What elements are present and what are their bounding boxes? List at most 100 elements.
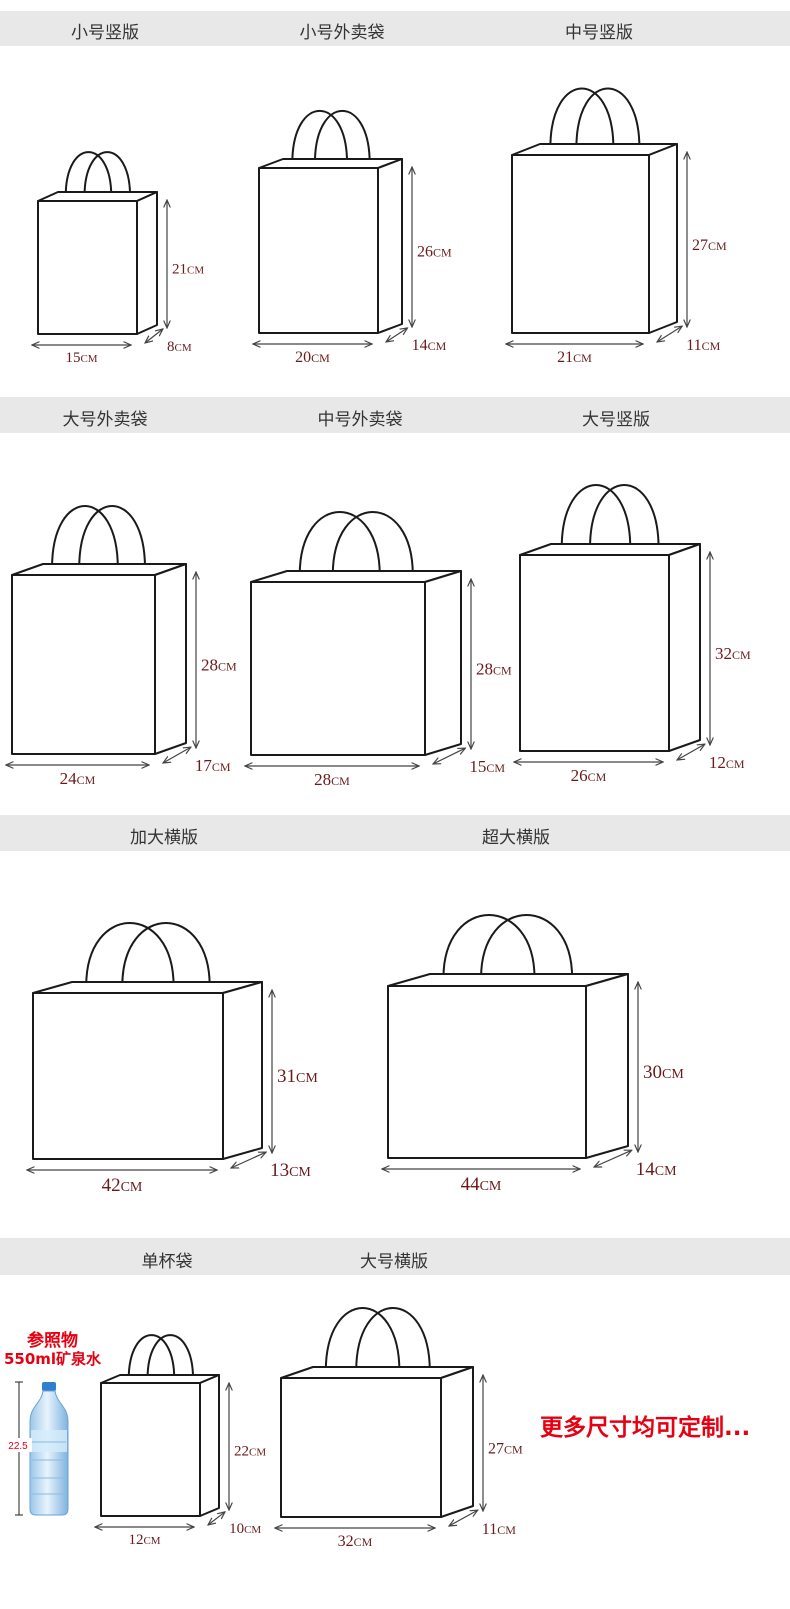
bag-10 xyxy=(280,1307,474,1518)
label-small-takeout: 小号外卖袋 xyxy=(299,23,385,43)
bag-handle xyxy=(442,914,536,979)
section-header-2 xyxy=(0,397,790,433)
depth-arrow xyxy=(594,1150,632,1167)
bag-front-face xyxy=(32,992,224,1160)
bag-side-face xyxy=(199,1374,220,1517)
depth-label: 17CM xyxy=(195,756,231,775)
bag-8 xyxy=(387,914,629,1159)
depth-label: 14CM xyxy=(636,1159,677,1180)
depth-arrow xyxy=(433,748,465,764)
reference-title: 参照物 xyxy=(27,1331,78,1351)
bag-front-face xyxy=(100,1382,201,1517)
water-bottle-icon xyxy=(29,1382,69,1516)
bag-side-face xyxy=(377,158,403,334)
height-label: 27CM xyxy=(692,237,727,254)
depth-arrow xyxy=(386,328,408,342)
bag-handle xyxy=(298,511,381,576)
bag-7 xyxy=(32,922,263,1160)
bag-5 xyxy=(250,511,462,756)
bag-front-face xyxy=(280,1377,442,1518)
bag-handle xyxy=(575,87,641,149)
bag-handle xyxy=(83,151,132,197)
depth-arrow xyxy=(163,747,191,763)
width-label: 44CM xyxy=(461,1174,502,1195)
label-single-cup: 单杯袋 xyxy=(141,1252,193,1272)
depth-arrow xyxy=(677,744,705,760)
height-label: 32CM xyxy=(715,644,751,663)
bag-front-face xyxy=(258,167,379,334)
label-large-horizontal: 大号横版 xyxy=(360,1252,428,1272)
width-label: 21CM xyxy=(557,349,592,366)
label-large-takeout: 大号外卖袋 xyxy=(62,410,148,430)
bag-1 xyxy=(37,151,158,335)
bag-side-face xyxy=(668,543,701,752)
more-sizes-note: 更多尺寸均可定制... xyxy=(540,1415,751,1441)
section-header-1 xyxy=(0,11,790,46)
label-xl-horizontal: 加大横版 xyxy=(130,828,198,848)
height-label: 22CM xyxy=(234,1444,266,1460)
bag-front-face xyxy=(511,154,650,334)
label-large-vertical: 大号竖版 xyxy=(582,410,650,430)
bag-front-face xyxy=(250,581,426,756)
height-label: 31CM xyxy=(277,1066,318,1087)
depth-label: 8CM xyxy=(167,339,192,355)
depth-arrow xyxy=(145,329,163,343)
bag-front-face xyxy=(37,200,138,335)
height-label: 27CM xyxy=(488,1441,523,1458)
bag-side-face xyxy=(648,143,678,334)
width-label: 42CM xyxy=(102,1175,143,1196)
bag-side-face xyxy=(424,570,462,756)
bag-3 xyxy=(511,87,678,334)
bag-side-face xyxy=(154,563,187,755)
bag-side-face xyxy=(136,191,158,335)
bag-handle xyxy=(355,1307,431,1372)
height-label: 30CM xyxy=(643,1062,684,1083)
bag-front-face xyxy=(519,554,670,752)
bag-side-face xyxy=(222,981,263,1160)
height-label: 21CM xyxy=(172,262,204,278)
bag-side-face xyxy=(440,1366,474,1518)
bag-handle xyxy=(589,484,660,549)
bag-handle xyxy=(331,511,414,576)
width-label: 12CM xyxy=(128,1532,160,1548)
reference-subtitle: 550ml矿泉水 xyxy=(3,1350,102,1368)
bag-handle xyxy=(64,151,113,197)
label-xxl-horizontal: 超大横版 xyxy=(482,828,550,848)
label-medium-takeout: 中号外卖袋 xyxy=(317,410,403,430)
label-medium-vertical: 中号竖版 xyxy=(565,23,633,43)
width-label: 26CM xyxy=(571,766,607,785)
bag-2 xyxy=(258,109,403,334)
width-label: 32CM xyxy=(338,1533,373,1550)
height-label: 28CM xyxy=(201,656,237,675)
depth-arrow xyxy=(657,326,682,342)
width-label: 20CM xyxy=(295,349,330,366)
bag-handle xyxy=(85,922,175,987)
depth-label: 11CM xyxy=(686,337,720,354)
bag-handle xyxy=(291,109,349,164)
bag-handle xyxy=(51,505,119,569)
bag-9 xyxy=(100,1334,220,1517)
bag-handle xyxy=(313,109,371,164)
depth-arrow xyxy=(208,1512,225,1525)
width-label: 24CM xyxy=(60,769,96,788)
width-label: 28CM xyxy=(314,770,350,789)
depth-label: 11CM xyxy=(482,1521,516,1538)
section-header-4 xyxy=(0,1238,790,1275)
bag-front-face xyxy=(11,574,156,755)
height-label: 26CM xyxy=(417,244,452,261)
bag-handle xyxy=(78,505,146,569)
width-label: 15CM xyxy=(65,350,97,366)
bag-handle xyxy=(480,914,574,979)
bottle-height-label: 22.5 xyxy=(8,1441,28,1452)
section-header-3 xyxy=(0,815,790,851)
label-small-vertical: 小号竖版 xyxy=(71,23,139,43)
bag-handle xyxy=(549,87,615,149)
bag-handle xyxy=(146,1334,195,1380)
bag-handle xyxy=(121,922,211,987)
depth-arrow xyxy=(231,1152,266,1168)
depth-label: 12CM xyxy=(709,753,745,772)
height-label: 28CM xyxy=(476,660,512,679)
bag-handle xyxy=(324,1307,401,1372)
bag-front-face xyxy=(387,985,587,1159)
